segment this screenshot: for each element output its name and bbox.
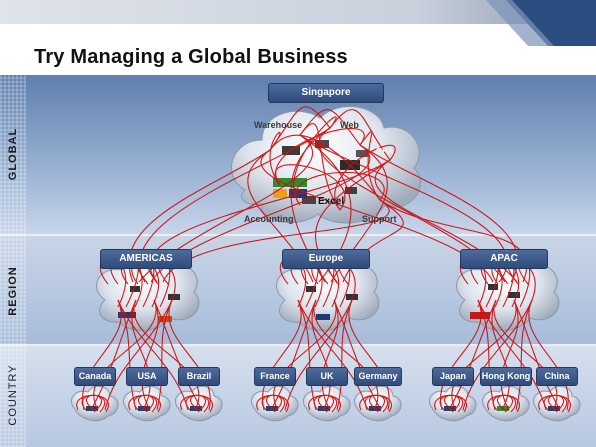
connector-line	[261, 299, 302, 411]
country-label-japan: Japan	[432, 367, 474, 386]
connector-line	[269, 134, 381, 201]
node-label-accounting: Accounting	[244, 214, 294, 224]
connector-line	[299, 123, 341, 211]
country-label-france: France	[254, 367, 296, 386]
tier-sidebar	[0, 235, 26, 345]
connector-line	[81, 299, 122, 411]
connector-line	[359, 130, 381, 201]
connector-line	[297, 299, 317, 411]
connector-line	[497, 394, 513, 413]
tier-sidebar	[0, 345, 26, 447]
connector-line	[86, 394, 102, 413]
tier-sidebar	[0, 75, 26, 235]
connector-line	[451, 299, 517, 411]
node-label-sfa: SFA	[376, 146, 394, 156]
connector-line	[318, 394, 334, 413]
connector-line	[369, 394, 385, 413]
connector-line	[266, 394, 282, 413]
app-logo-icon	[273, 189, 287, 198]
node-label-warehouse: Warehouse	[254, 120, 303, 130]
node-label-web: Web	[340, 120, 359, 130]
connector-line	[462, 299, 533, 411]
page-title: Try Managing a Global Business	[34, 46, 348, 68]
connector-line	[117, 299, 137, 411]
connector-line	[477, 299, 547, 411]
connector-line	[168, 299, 211, 411]
connector-line	[515, 299, 533, 411]
connector-line	[274, 164, 346, 211]
connector-line	[313, 299, 379, 411]
connector-line	[284, 299, 353, 411]
node-label-support: Support	[362, 214, 397, 224]
country-label-germany: Germany	[354, 367, 402, 386]
country-label-brazil: Brazil	[178, 367, 220, 386]
header-accent	[486, 0, 596, 46]
app-logo-icon	[289, 189, 307, 198]
connector-line	[93, 299, 157, 411]
connector-line	[348, 299, 390, 411]
connector-line	[190, 394, 206, 413]
connector-line	[548, 394, 564, 413]
connector-line	[104, 299, 173, 411]
connector-line	[333, 299, 382, 411]
connector-line	[528, 299, 569, 411]
connector-line	[477, 299, 496, 411]
region-label-apac: APAC	[460, 249, 548, 269]
country-label-china: China	[536, 367, 578, 386]
connector-line	[334, 144, 396, 211]
hub-label-singapore: Singapore	[268, 83, 384, 103]
connector-line	[156, 299, 173, 411]
connector-line	[493, 299, 558, 411]
country-label-canada: Canada	[74, 367, 116, 386]
country-label-usa: USA	[126, 367, 168, 386]
connector-line	[273, 299, 337, 411]
country-label-hong-kong: Hong Kong	[480, 367, 532, 386]
connector-line	[444, 394, 460, 413]
region-label-americas: AMERICAS	[100, 249, 192, 269]
connector-line	[269, 131, 281, 186]
connector-line	[439, 299, 482, 411]
connector-line	[336, 299, 353, 411]
connector-line	[133, 299, 200, 411]
connector-line	[513, 299, 561, 411]
connector-line	[297, 299, 368, 411]
tier-divider	[0, 234, 596, 236]
connector-line	[299, 109, 361, 146]
country-label-uk: UK	[306, 367, 348, 386]
tier-divider	[0, 344, 596, 346]
node-label-excel: Excel	[318, 196, 345, 207]
connector-line	[117, 299, 189, 411]
connector-line	[153, 299, 203, 411]
connector-line	[138, 394, 154, 413]
region-label-europe: Europe	[282, 249, 370, 269]
